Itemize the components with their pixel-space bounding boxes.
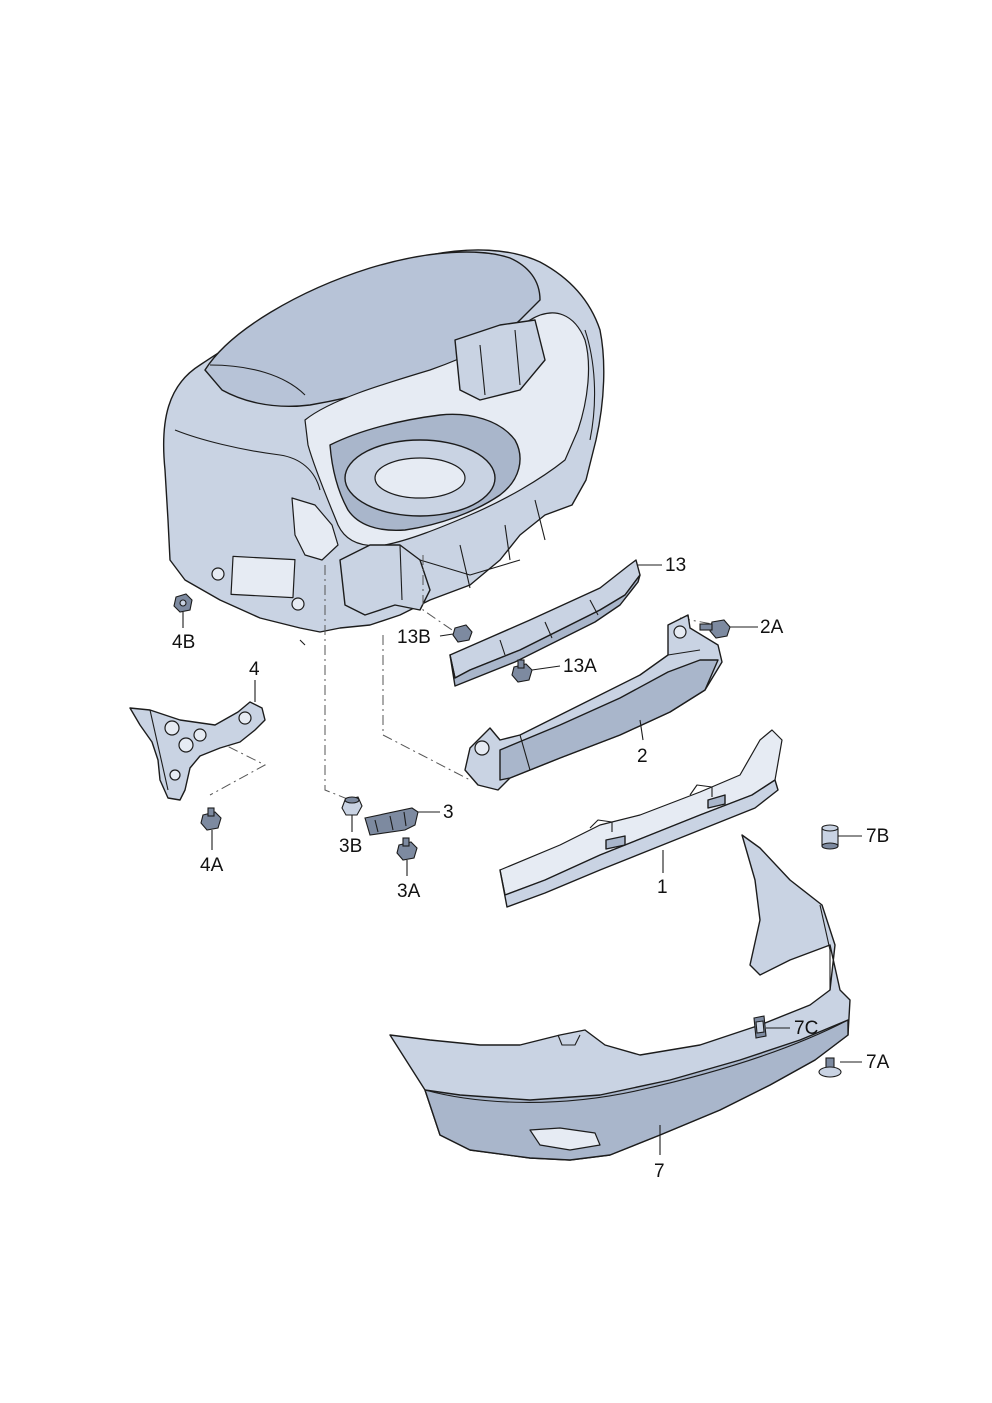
callout-4a: 4A [200,855,224,876]
guide-line-3b [324,565,351,801]
leader-13b [439,633,454,637]
bolt-3a-icon [396,837,418,861]
leader-2 [639,719,644,741]
callout-2: 2 [637,746,648,767]
callout-7b: 7B [866,826,889,847]
vehicle-rear-body [162,249,605,646]
callout-3a: 3A [397,881,421,902]
clip-7c-icon [753,1015,767,1039]
bolt-2a-icon [699,619,731,639]
guide-line-4 [174,719,267,796]
callout-3b: 3B [339,836,362,857]
bolt-4a-icon [200,807,222,831]
rivet-7a-icon [818,1057,842,1078]
callout-1: 1 [657,877,668,898]
part-7-bumper-cover [389,834,851,1161]
guide-line-13b [422,555,456,633]
bushing-7b-icon [821,824,839,850]
callout-3: 3 [443,802,454,823]
clip-3b-icon [341,796,363,816]
callout-13: 13 [665,555,686,576]
hardware-fasteners [173,593,842,1078]
callout-4b: 4B [172,632,195,653]
callout-7c: 7C [794,1018,818,1039]
callout-2a: 2A [760,617,784,638]
part-13-energy-absorber [449,559,641,687]
callout-labels: 13 13B 13A 2A 2 4B 4 4A 3 3B 3A 1 7B 7A … [172,555,890,1182]
callout-leaders [182,564,862,1155]
callout-7a: 7A [866,1052,890,1073]
guide-line-2-left [382,635,471,781]
callout-7: 7 [654,1161,665,1182]
nut-13b-icon [452,624,473,643]
part-1-impact-absorber [499,729,783,908]
callout-13a: 13A [563,656,597,677]
part-2-bumper-reinforcement [464,614,723,791]
part-3-bracket [364,807,419,836]
part-4-bumper-guide-bracket [129,701,266,801]
callout-13b: 13B [397,627,431,648]
callout-4: 4 [249,659,260,680]
leader-13a [531,665,561,671]
bolt-13a-icon [511,659,533,683]
nut-4b-icon [173,593,193,613]
